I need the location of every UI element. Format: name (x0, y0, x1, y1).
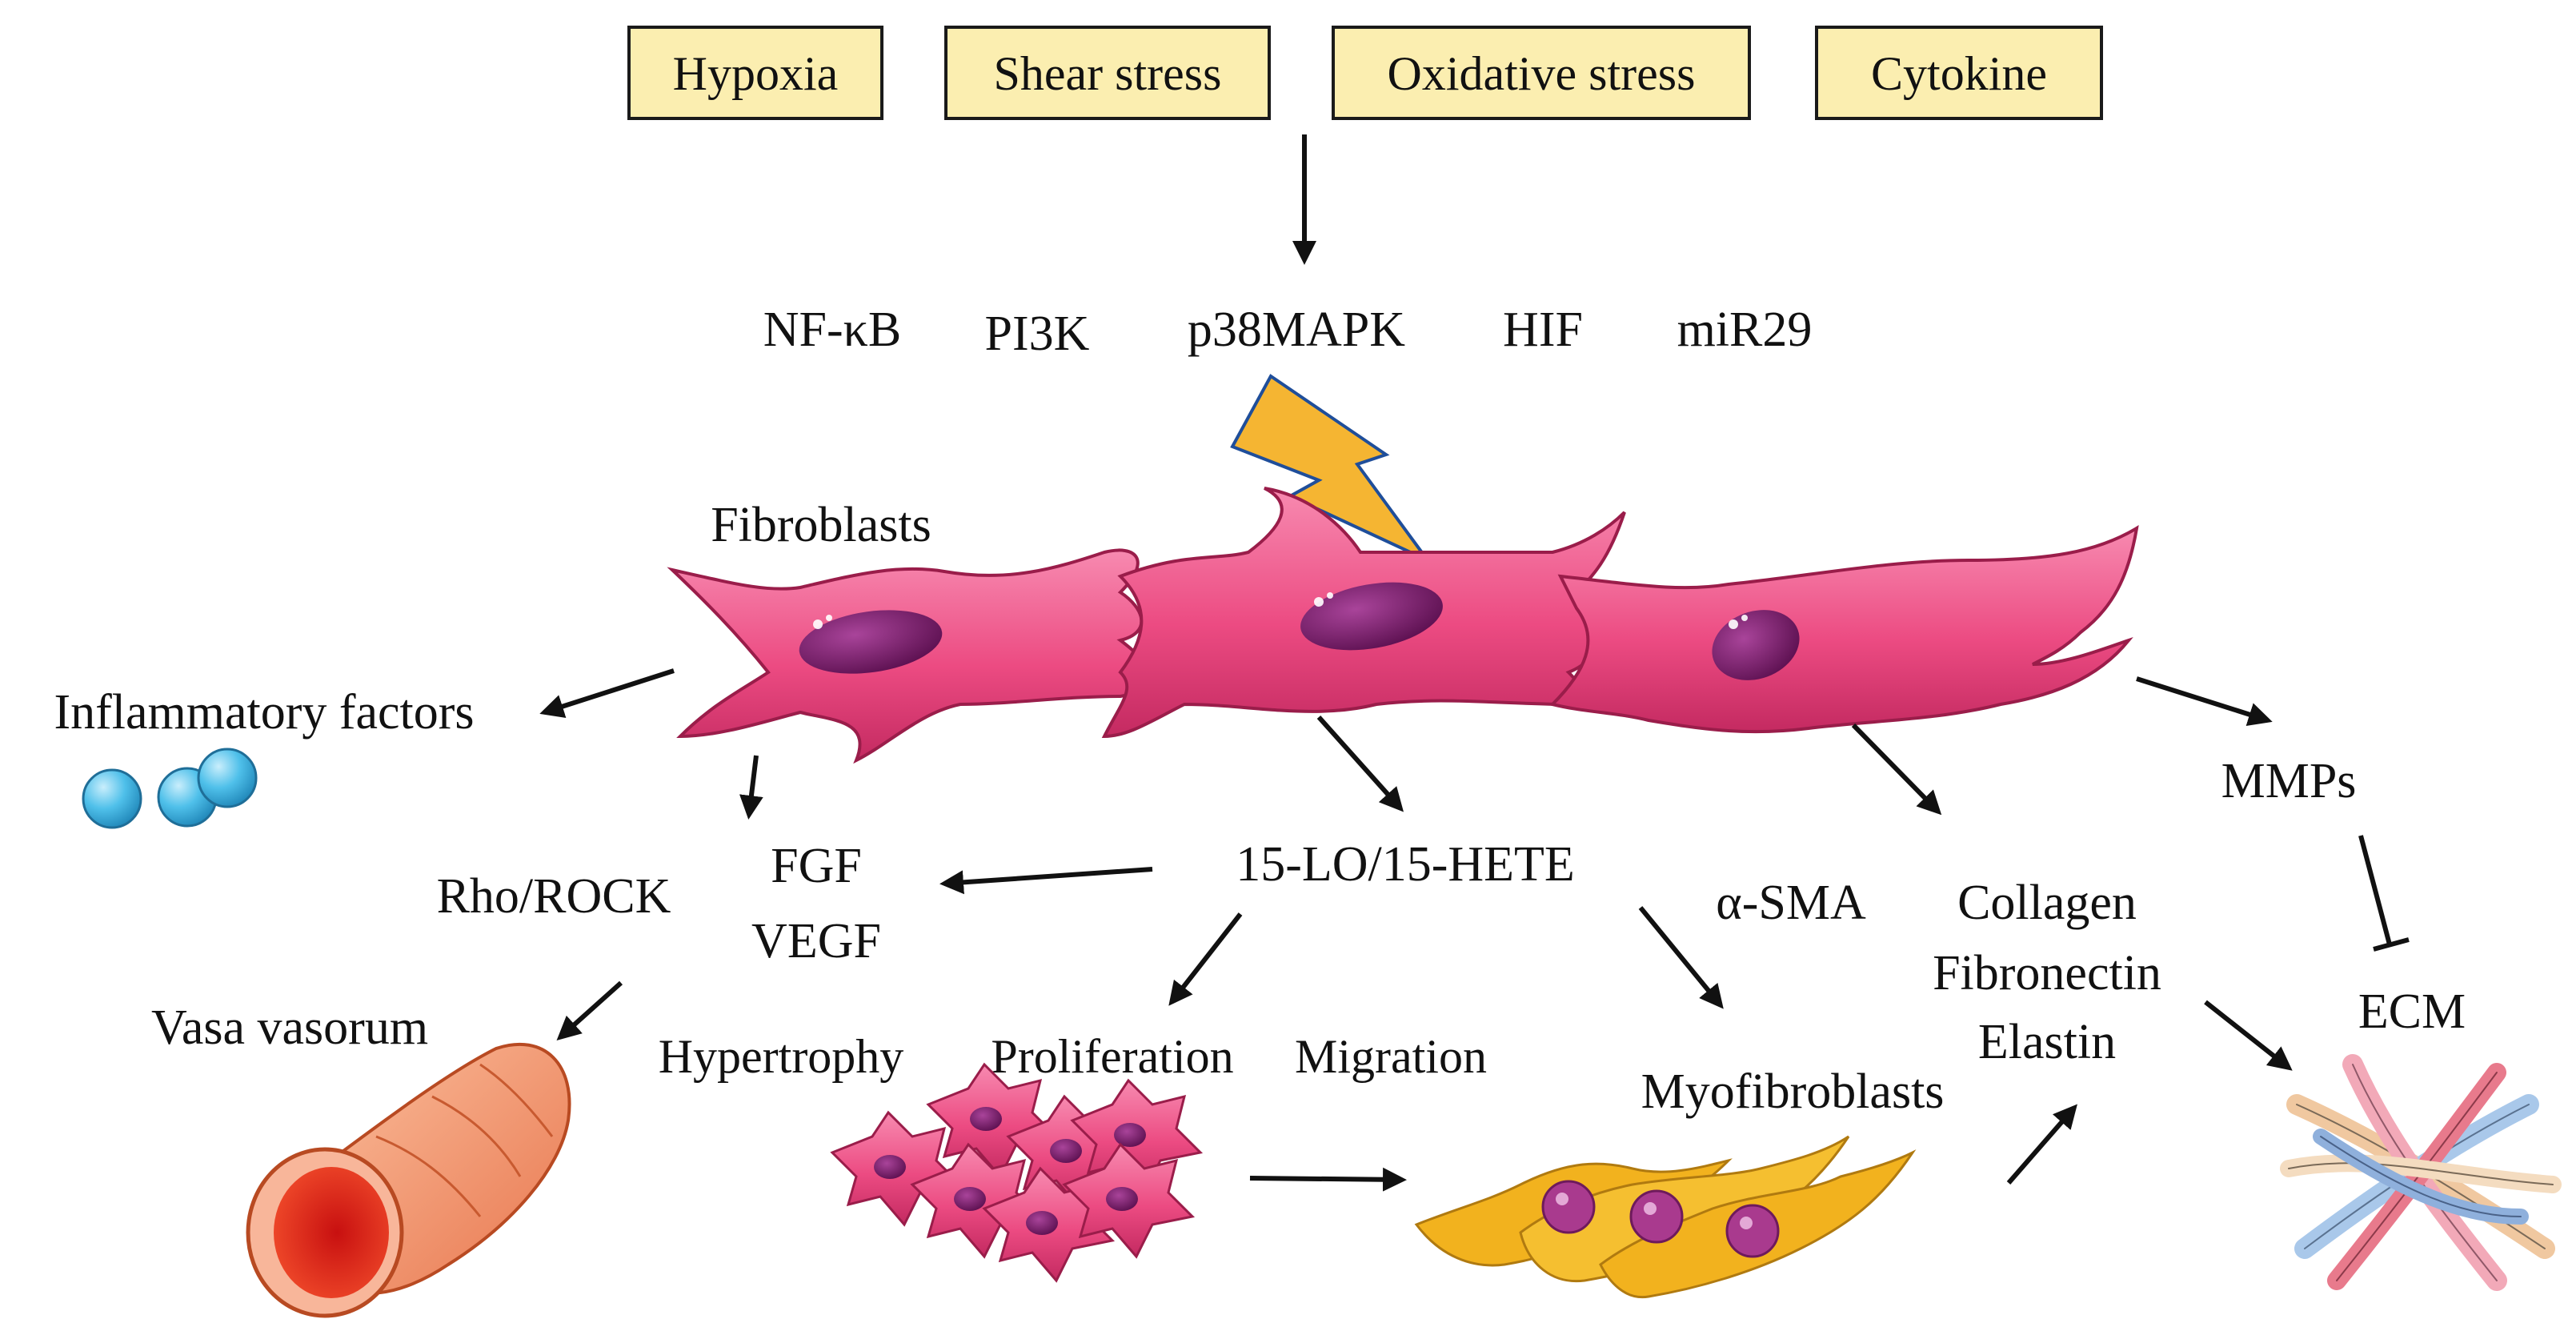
arrow-fibroblast-to-collagen (1851, 723, 1942, 816)
stimulus-shear-stress-box: Shear stress (944, 26, 1271, 120)
arrow-fibroblast-to-mmps (2136, 676, 2273, 727)
fibroblasts-label: Fibroblasts (711, 498, 931, 552)
signal-nfkb: NF-κB (763, 303, 902, 357)
stimulus-shear-stress-label: Shear stress (994, 47, 1222, 100)
arrow-15lo-to-myofibroblasts (1638, 906, 1724, 1009)
15lo-15hete-label: 15-LO/15-HETE (1236, 837, 1575, 892)
collagen-label: Collagen (1957, 876, 2137, 930)
arrow-15lo-to-proliferation (1168, 912, 1243, 1006)
arrow-rho-rock-to-vasa-vasorum (556, 980, 623, 1041)
stimulus-cytokine-label: Cytokine (1871, 47, 2047, 100)
arrow-fibroblast-to-rho-rock (739, 755, 763, 820)
vegf-label: VEGF (751, 914, 881, 968)
arrow-myofibroblasts-to-collagen (2006, 1104, 2077, 1185)
stimulus-oxidative-stress-label: Oxidative stress (1388, 47, 1696, 100)
myofibroblasts-label: Myofibroblasts (1641, 1064, 1945, 1119)
vasa-vasorum-label: Vasa vasorum (151, 1000, 428, 1055)
rho-rock-label: Rho/ROCK (437, 869, 671, 924)
arrow-fibroblast-to-inflammatory (539, 668, 675, 718)
fibroblast-nucleus-2 (1300, 582, 1443, 651)
proliferation-label: Proliferation (991, 1030, 1233, 1083)
stimulus-oxidative-stress-box: Oxidative stress (1332, 26, 1751, 120)
arrow-fibroblast-to-15lo (1316, 715, 1404, 812)
stimulus-cytokine-box: Cytokine (1815, 26, 2103, 120)
ecm-label: ECM (2358, 984, 2466, 1039)
lightning-bolt-icon (1230, 374, 1429, 562)
fibroblast-cell-3 (1549, 525, 2139, 734)
inflammatory-factor-bubbles (82, 748, 258, 829)
signal-p38mapk: p38MAPK (1188, 303, 1405, 357)
migration-label: Migration (1295, 1030, 1487, 1083)
fgf-label: FGF (771, 839, 862, 893)
proliferating-cell-cluster (830, 1062, 1204, 1283)
arrow-proliferation-to-myofibroblasts (1249, 1167, 1407, 1192)
fibroblast-cells (667, 487, 2139, 764)
elastin-label: Elastin (1978, 1015, 2116, 1069)
arrow-15lo-to-fgf (939, 867, 1153, 895)
arrow-collagen-to-ecm (2204, 1000, 2293, 1071)
inflammatory-factors-label: Inflammatory factors (54, 685, 474, 740)
myofibroblast-cells (1414, 1135, 1917, 1299)
fibronectin-label: Fibronectin (1933, 946, 2161, 1000)
mmps-label: MMPs (2221, 754, 2357, 808)
inhibition-mmps-to-ecm (2358, 835, 2410, 952)
stimulus-hypoxia-box: Hypoxia (627, 26, 883, 120)
alpha-sma-label: α-SMA (1716, 876, 1866, 930)
signal-pi3k: PI3K (985, 307, 1090, 361)
vasa-vasorum-vessel (246, 1043, 571, 1318)
fibroblast-nucleus-1 (799, 610, 943, 674)
hypertrophy-label: Hypertrophy (659, 1030, 904, 1083)
signal-mir29: miR29 (1677, 303, 1813, 357)
stimulus-hypoxia-label: Hypoxia (673, 47, 839, 100)
signal-hif: HIF (1503, 303, 1583, 357)
ecm-fibers (2280, 1054, 2562, 1291)
